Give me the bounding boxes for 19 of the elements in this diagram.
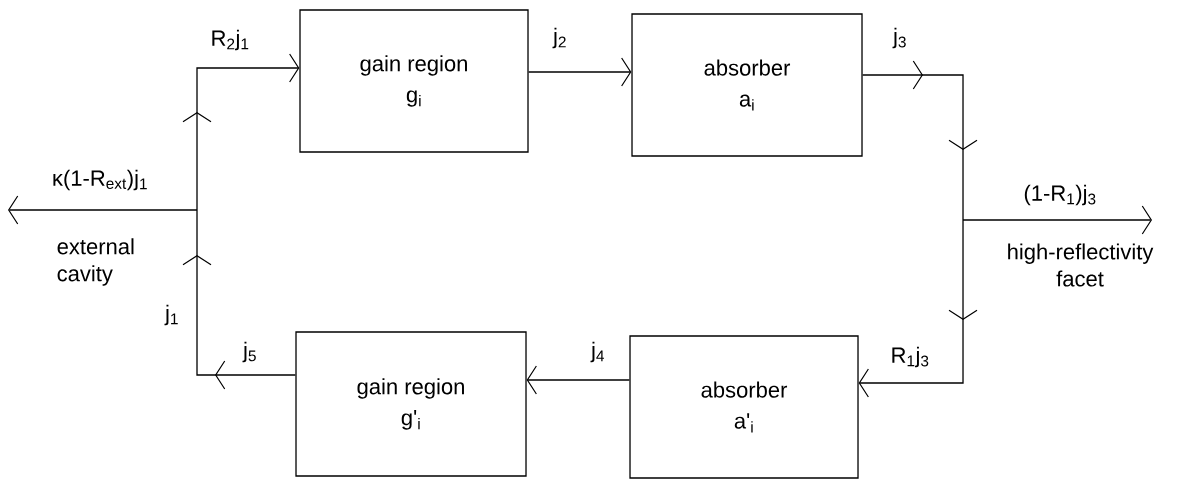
text-label: R$_{1}$j$_{3}$ bbox=[892, 346, 929, 368]
process-box: gain region g'$_{i}$ bbox=[295, 331, 527, 477]
text-label: R$_{2}$j$_{1}$ bbox=[212, 29, 249, 51]
edge-label: j$_{2}$ bbox=[552, 27, 566, 49]
arrow bbox=[526, 365, 630, 395]
process-box: absorber a$_{i}$ bbox=[631, 13, 863, 157]
edge-label: j$_{5}$ bbox=[242, 341, 256, 363]
edge-label: j$_{3}$ bbox=[892, 27, 906, 49]
text-label: external cavity bbox=[57, 238, 134, 286]
edge-label: j$_{4}$ bbox=[590, 341, 605, 363]
arrow bbox=[528, 57, 632, 87]
text-label: j$_{1}$ bbox=[164, 304, 178, 326]
text-label: high-reflectivity facet bbox=[1008, 243, 1154, 287]
process-box: gain region g$_{i}$ bbox=[299, 9, 529, 153]
arrow bbox=[182, 53, 300, 390]
text-label: κ(1-R$_{ext}$)j$_{1}$ bbox=[53, 169, 147, 191]
arrow bbox=[858, 60, 978, 398]
text-label: (1-R$_{1}$)j$_{3}$ bbox=[1024, 184, 1096, 206]
process-box: absorber a'$_{i}$ bbox=[629, 335, 859, 479]
